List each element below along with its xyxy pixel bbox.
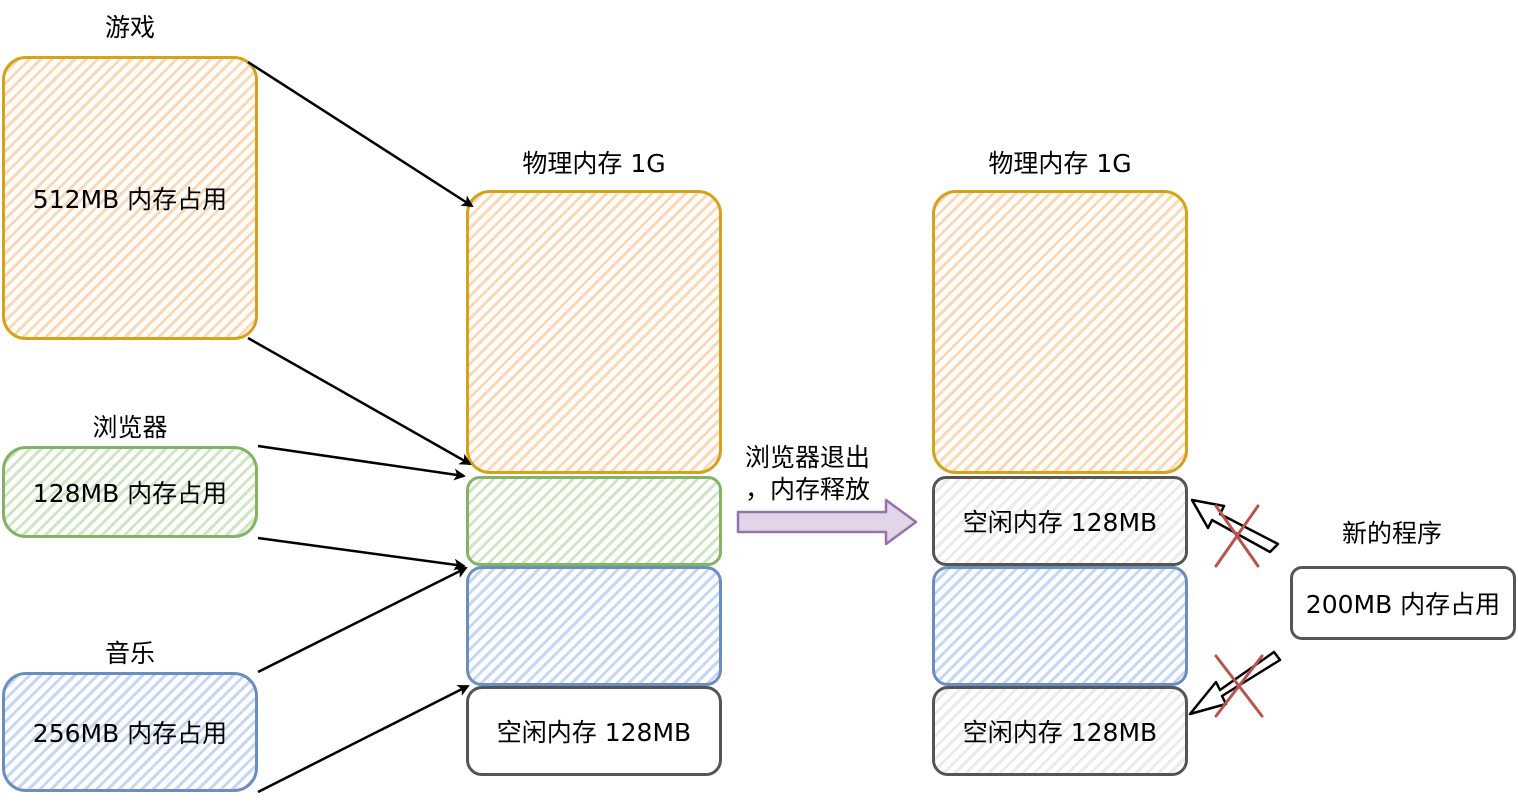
game-title: 游戏 [104, 13, 155, 42]
music-to-memory-top-arrow [257, 566, 468, 674]
new-program-title: 新的程序 [1341, 519, 1442, 548]
music-memory-text: 256MB 内存占用 [32, 719, 228, 748]
rejected-top-cross-icon [1214, 504, 1260, 568]
browser-to-memory-top-arrow [257, 444, 466, 481]
memory-before-game-block [466, 190, 722, 474]
game-to-memory-bottom-arrow [247, 336, 472, 466]
memory-before-title: 物理内存 1G [522, 149, 666, 178]
new-program-box: 200MB 内存占用 [1290, 566, 1516, 640]
music-title: 音乐 [104, 639, 155, 668]
transition-label-line1: 浏览器退出 [745, 443, 871, 472]
browser-memory-text: 128MB 内存占用 [32, 479, 228, 508]
memory-after-free-text-bottom: 空闲内存 128MB [962, 718, 1158, 747]
memory-before-music-block [466, 566, 722, 686]
game-memory-box: 512MB 内存占用 [2, 56, 258, 340]
memory-before-browser-block [466, 476, 722, 566]
rejected-bottom-cross-icon [1214, 654, 1264, 718]
new-program-text: 200MB 内存占用 [1305, 590, 1501, 619]
memory-after-title: 物理内存 1G [988, 149, 1132, 178]
try-fit-top-arrow [1190, 498, 1280, 554]
memory-before-free-block: 空闲内存 128MB [466, 686, 722, 776]
memory-after-music-block [932, 566, 1188, 686]
transition-label-line2: ，内存释放 [745, 475, 871, 504]
memory-before-free-text: 空闲内存 128MB [496, 718, 692, 747]
memory-after-free-block-bottom: 空闲内存 128MB [932, 686, 1188, 776]
try-fit-bottom-arrow [1188, 650, 1282, 716]
memory-after-game-block [932, 190, 1188, 474]
music-memory-box: 256MB 内存占用 [2, 672, 258, 792]
memory-after-free-text-top: 空闲内存 128MB [962, 508, 1158, 537]
music-to-memory-bottom-arrow [257, 684, 470, 794]
release-arrow [736, 498, 918, 546]
memory-after-free-block-top: 空闲内存 128MB [932, 476, 1188, 566]
browser-to-memory-bottom-arrow [257, 536, 466, 571]
game-to-memory-top-arrow [247, 60, 474, 208]
browser-title: 浏览器 [92, 413, 168, 442]
browser-memory-box: 128MB 内存占用 [2, 446, 258, 538]
game-memory-text: 512MB 内存占用 [32, 185, 228, 214]
